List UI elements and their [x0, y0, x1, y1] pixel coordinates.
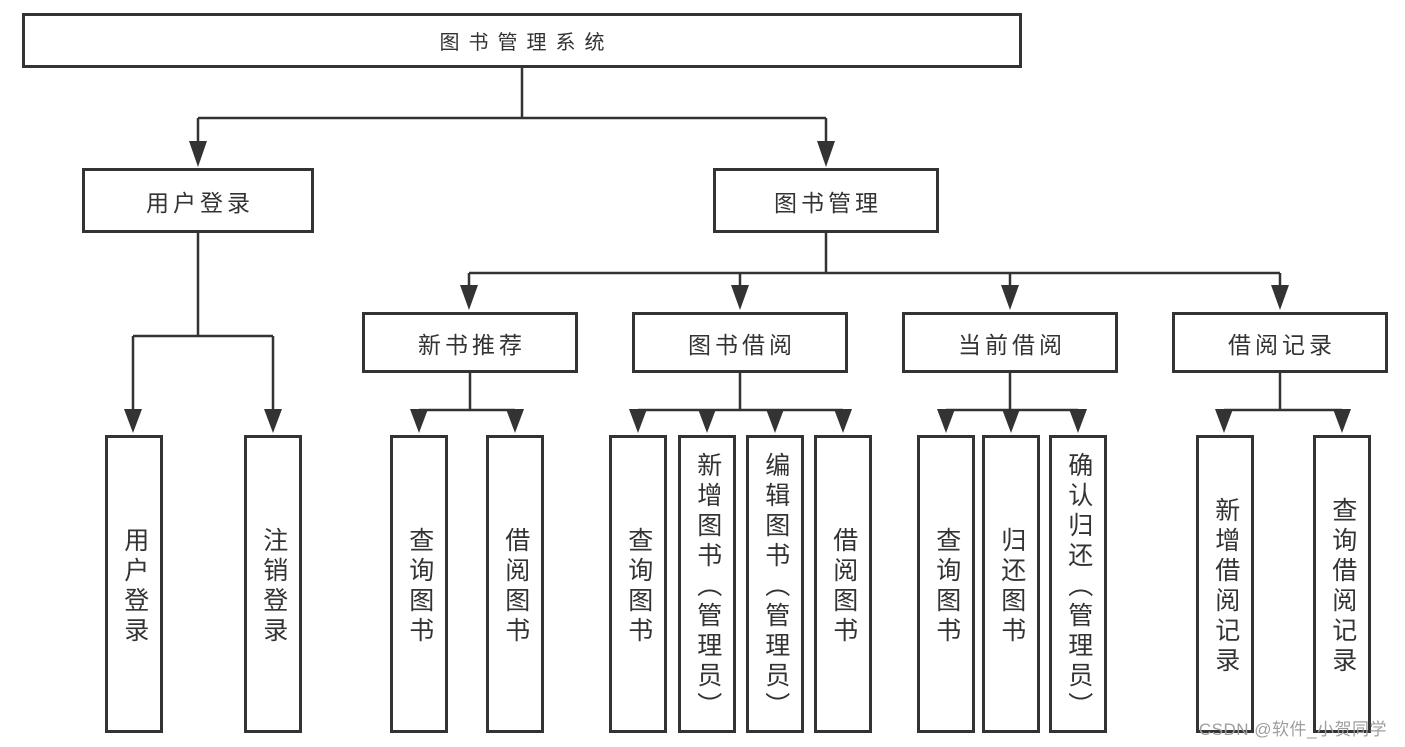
- leaf-confirm-return-admin-label: 确认归还（管理员）: [1064, 451, 1093, 722]
- leaf-confirm-return-admin: 确认归还（管理员）: [1049, 435, 1107, 733]
- leaf-borrow-books-2-label: 借阅图书: [829, 526, 858, 647]
- leaf-borrow-books-1-label: 借阅图书: [501, 526, 530, 647]
- leaf-add-book-admin-label: 新增图书（管理员）: [693, 451, 722, 722]
- leaf-query-books-2: 查询图书: [609, 435, 667, 733]
- leaf-edit-book-admin: 编辑图书（管理员）: [746, 435, 804, 733]
- leaf-query-books-3: 查询图书: [917, 435, 975, 733]
- node-book-management-label: 图书管理: [774, 189, 882, 216]
- leaf-query-books-1: 查询图书: [390, 435, 448, 733]
- node-root-label: 图书管理系统: [439, 32, 614, 54]
- node-book-borrowing-label: 图书借阅: [688, 331, 796, 358]
- watermark: CSDN @软件_小贺同学: [1198, 720, 1387, 739]
- leaf-query-books-1-label: 查询图书: [405, 526, 434, 647]
- leaf-borrow-books-2: 借阅图书: [814, 435, 872, 733]
- node-borrowing-records-label: 借阅记录: [1228, 331, 1336, 358]
- node-current-borrowing-label: 当前借阅: [958, 331, 1066, 358]
- leaf-borrow-books-1: 借阅图书: [486, 435, 544, 733]
- node-current-borrowing: 当前借阅: [902, 312, 1118, 373]
- leaf-return-books-label: 归还图书: [997, 526, 1026, 647]
- node-root: 图书管理系统: [22, 13, 1022, 68]
- leaf-query-books-3-label: 查询图书: [932, 526, 961, 647]
- node-borrowing-records: 借阅记录: [1172, 312, 1388, 373]
- node-book-management: 图书管理: [713, 168, 939, 233]
- leaf-logout-login: 注销登录: [244, 435, 302, 733]
- leaf-query-borrow-record-label: 查询借阅记录: [1328, 496, 1357, 677]
- leaf-logout-login-label: 注销登录: [259, 526, 288, 647]
- node-user-login: 用户登录: [82, 168, 314, 233]
- leaf-add-book-admin: 新增图书（管理员）: [678, 435, 736, 733]
- node-user-login-label: 用户登录: [146, 189, 254, 216]
- node-new-book-recommendation: 新书推荐: [362, 312, 578, 373]
- leaf-edit-book-admin-label: 编辑图书（管理员）: [761, 451, 790, 722]
- leaf-query-borrow-record: 查询借阅记录: [1313, 435, 1371, 733]
- leaf-user-login: 用户登录: [105, 435, 163, 733]
- leaf-user-login-label: 用户登录: [120, 526, 149, 647]
- node-book-borrowing: 图书借阅: [632, 312, 848, 373]
- leaf-add-borrow-record: 新增借阅记录: [1196, 435, 1254, 733]
- leaf-query-books-2-label: 查询图书: [624, 526, 653, 647]
- node-new-book-recommendation-label: 新书推荐: [418, 331, 526, 358]
- leaf-add-borrow-record-label: 新增借阅记录: [1211, 496, 1240, 677]
- leaf-return-books: 归还图书: [982, 435, 1040, 733]
